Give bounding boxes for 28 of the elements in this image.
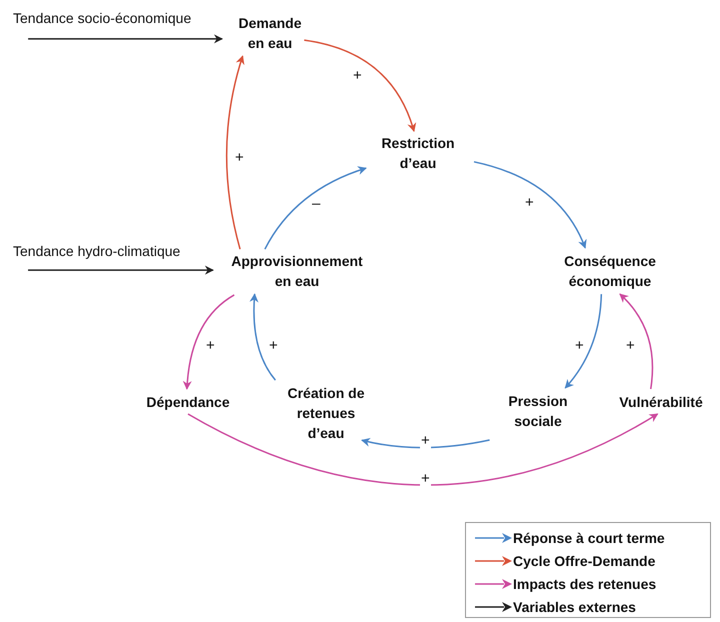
arrow [28, 266, 214, 275]
arrow [183, 294, 235, 390]
arrow [250, 293, 276, 381]
legend-label: Cycle Offre-Demande [513, 552, 656, 570]
node-label: Pression sociale [507, 392, 569, 431]
arrow [361, 438, 490, 448]
node-label: Création de retenues d’eau [286, 384, 366, 443]
arrow [474, 161, 586, 249]
legend-label: Réponse à court terme [513, 529, 665, 547]
arrow [619, 293, 654, 390]
node-label: Approvisionnement en eau [230, 252, 364, 291]
node-label: Vulnérabilité [619, 393, 703, 412]
node-label: Demande en eau [237, 14, 303, 53]
polarity-sign: + [420, 471, 431, 487]
arrow [304, 39, 416, 132]
arrow [188, 413, 658, 486]
input-label: Tendance socio-économique [12, 10, 192, 26]
arrow [264, 166, 367, 250]
input-label: Tendance hydro-climatique [12, 243, 182, 259]
node-label: Conséquence économique [563, 252, 657, 291]
legend-label: Impacts des retenues [513, 575, 656, 593]
polarity-sign: + [420, 433, 431, 449]
arrow [564, 294, 602, 389]
node-label: Dépendance [146, 393, 230, 412]
legend-label: Variables externes [513, 598, 636, 616]
arrow [28, 34, 224, 44]
node-label: Restriction d’eau [380, 134, 456, 173]
arrow [226, 55, 245, 250]
